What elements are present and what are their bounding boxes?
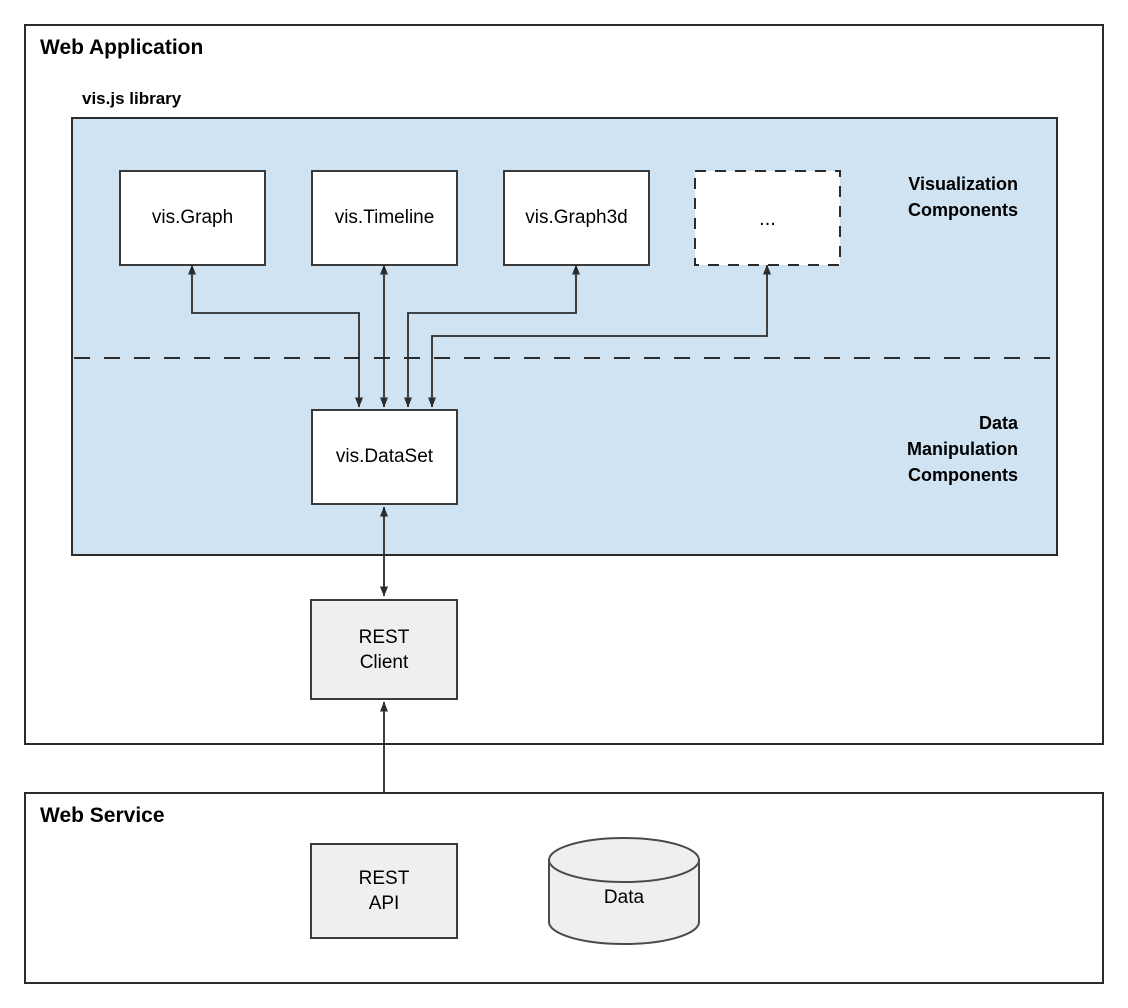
edge-dataset-to-vis-graph xyxy=(188,264,363,408)
node-rest-api[interactable]: REST API xyxy=(310,843,458,939)
data-manipulation-label-line2: Manipulation xyxy=(907,439,1018,459)
data-manipulation-label-line1: Data xyxy=(979,413,1019,433)
visualization-components-label-line2: Components xyxy=(908,200,1018,220)
node-vis-dataset-label: vis.DataSet xyxy=(336,446,434,467)
node-rest-client[interactable]: REST Client xyxy=(310,599,458,700)
node-rest-client-label-line1: REST xyxy=(359,627,410,648)
data-manipulation-label-line3: Components xyxy=(908,465,1018,485)
web-application-title: Web Application xyxy=(40,36,203,59)
node-rest-api-label-line2: API xyxy=(369,893,400,914)
node-rest-api-label-line1: REST xyxy=(359,868,410,889)
node-vis-timeline-label: vis.Timeline xyxy=(335,207,435,228)
node-vis-graph-label: vis.Graph xyxy=(152,207,233,228)
web-service-title: Web Service xyxy=(40,804,165,827)
node-vis-graph3d-label: vis.Graph3d xyxy=(525,207,627,228)
node-rest-client-label-line2: Client xyxy=(360,652,409,673)
node-vis-dataset[interactable]: vis.DataSet xyxy=(311,409,458,505)
node-data-store[interactable]: Data xyxy=(548,837,700,945)
edge-dataset-to-more-components xyxy=(428,264,771,408)
node-more-components-label: ... xyxy=(759,208,776,230)
visualization-components-label-line1: Visualization xyxy=(908,174,1018,194)
node-vis-timeline[interactable]: vis.Timeline xyxy=(311,170,458,266)
node-data-store-label: Data xyxy=(604,887,645,908)
node-more-components[interactable]: ... xyxy=(694,170,841,266)
vis-js-library-title: vis.js library xyxy=(82,89,182,108)
node-vis-graph[interactable]: vis.Graph xyxy=(119,170,266,266)
node-vis-graph3d[interactable]: vis.Graph3d xyxy=(503,170,650,266)
